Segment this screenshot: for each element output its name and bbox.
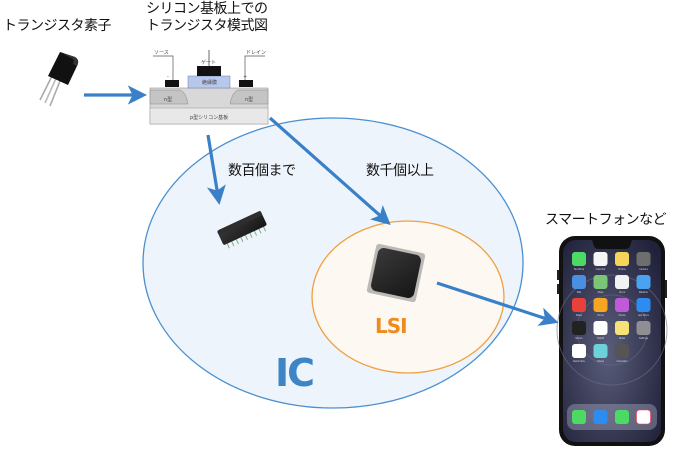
- mosfet-insulator-label: 絶縁膜: [202, 79, 217, 86]
- app-label: Weather: [639, 291, 648, 294]
- qfp-chip-icon: [366, 243, 426, 303]
- app-label: News: [576, 314, 583, 317]
- app-icon-photos: [615, 252, 629, 266]
- mosfet-n-right-label: n型: [245, 96, 253, 103]
- label-thousands: 数千個以上: [366, 163, 434, 179]
- app-icon-itunes: [615, 298, 629, 312]
- mosfet-plus-label: +: [243, 74, 247, 80]
- label-lsi: LSI: [375, 314, 408, 338]
- dock-icon-music: [636, 409, 651, 425]
- mosfet-schematic: ソース ゲート ドレイン 絶縁膜 - + n型 n型 p型シリコン基板: [149, 50, 269, 125]
- label-hundreds: 数百個まで: [228, 163, 296, 179]
- mosfet-gate-label: ゲート: [201, 59, 216, 66]
- app-icon-stocks: [572, 321, 586, 335]
- app-icon-weather: [636, 275, 651, 289]
- app-label: App Store: [638, 314, 649, 317]
- dock-icon-safari: [593, 410, 608, 424]
- app-icon-calculator: [615, 344, 629, 358]
- app-icon-home: [593, 298, 608, 312]
- app-label: Calendar: [596, 268, 606, 271]
- app-label: FaceTime: [574, 268, 585, 271]
- arrow-lsi-to-smartphone: [436, 281, 559, 326]
- label-transistor-element: トランジスタ素子: [3, 18, 112, 34]
- transistor-icon: [39, 52, 79, 107]
- app-label: Clock: [619, 291, 626, 294]
- app-label: Home: [597, 314, 604, 317]
- arrow-schematic-to-ic: [206, 134, 226, 205]
- app-label: Camera: [639, 268, 648, 271]
- app-label: Videos: [597, 360, 605, 363]
- app-icon-camera: [636, 252, 651, 266]
- app-icon-videos: [593, 344, 608, 358]
- mosfet-drain-label: ドレイン: [246, 50, 266, 56]
- app-label: Notes: [619, 337, 626, 340]
- app-icon-clock: [615, 275, 629, 289]
- app-icon-reminders: [572, 344, 586, 358]
- dip-chip-icon: [217, 211, 267, 249]
- app-icon-mail: [572, 275, 586, 289]
- app-label: Health: [597, 337, 605, 340]
- app-label: iTunes: [619, 314, 627, 317]
- mosfet-n-left-label: n型: [164, 96, 172, 103]
- dock-icon-messages: [615, 410, 629, 424]
- app-icon-health: [593, 321, 608, 335]
- mosfet-substrate-label: p型シリコン基板: [190, 114, 228, 121]
- app-icon-app-store: [636, 298, 651, 312]
- app-icon-news: [572, 298, 586, 312]
- mosfet-source-label: ソース: [154, 50, 169, 56]
- app-icon-calendar: [593, 252, 608, 266]
- app-icon-maps: [593, 275, 608, 289]
- label-smartphone: スマートフォンなど: [545, 212, 667, 228]
- app-label: Maps: [598, 291, 605, 294]
- app-label: Calculator: [616, 360, 627, 363]
- app-label: Reminders: [573, 360, 586, 363]
- label-silicon-diagram-line1: シリコン基板上での: [146, 1, 268, 17]
- dock-icon-phone: [572, 410, 586, 424]
- app-label: Photos: [618, 268, 626, 271]
- app-label: Mail: [577, 291, 582, 294]
- arrow-schematic-to-lsi: [268, 116, 391, 225]
- app-icon-facetime: [572, 252, 586, 266]
- app-label: Settings: [639, 337, 649, 340]
- label-ic: IC: [275, 351, 315, 395]
- mosfet-minus-label: -: [167, 74, 169, 80]
- app-icon-notes: [615, 321, 629, 335]
- app-label: Stocks: [575, 337, 583, 340]
- label-silicon-diagram-line2: トランジスタ模式図: [146, 18, 268, 34]
- app-icon-settings: [636, 321, 651, 335]
